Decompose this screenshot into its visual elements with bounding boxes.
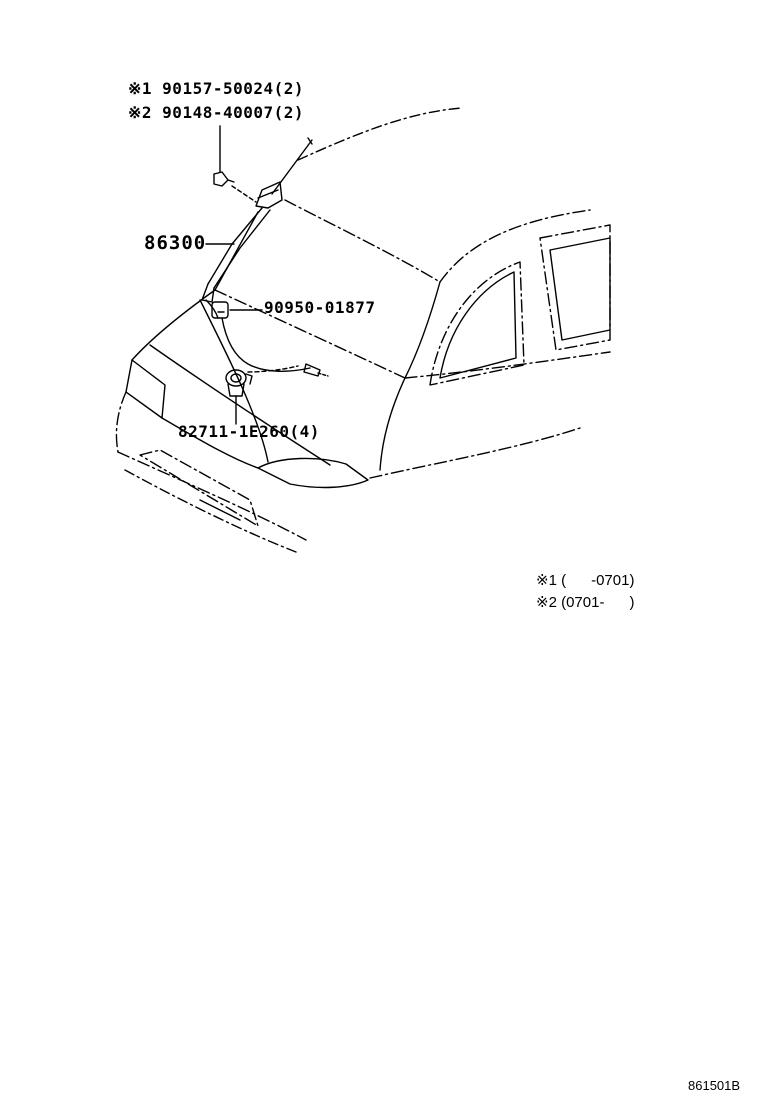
antenna-cable	[206, 300, 328, 376]
clip-part-label: 82711-1E260(4)	[178, 422, 320, 441]
cord-clamp-part-label: 90950-01877	[264, 298, 376, 317]
leader-lines	[206, 126, 262, 424]
antenna-part-label: 86300	[144, 232, 207, 254]
diagram-code: 861501B	[688, 1078, 741, 1093]
antenna-assembly	[202, 138, 312, 302]
bolt-part-label-2: ※2 90148-40007(2)	[128, 103, 305, 122]
bolt-part-label-1: ※1 90157-50024(2)	[128, 79, 305, 98]
legend-item-2: ※2 (0701- )	[536, 594, 635, 611]
cable-clip	[226, 370, 252, 396]
legend-item-1: ※1 ( -0701)	[536, 572, 635, 589]
vehicle-outline	[116, 108, 610, 552]
